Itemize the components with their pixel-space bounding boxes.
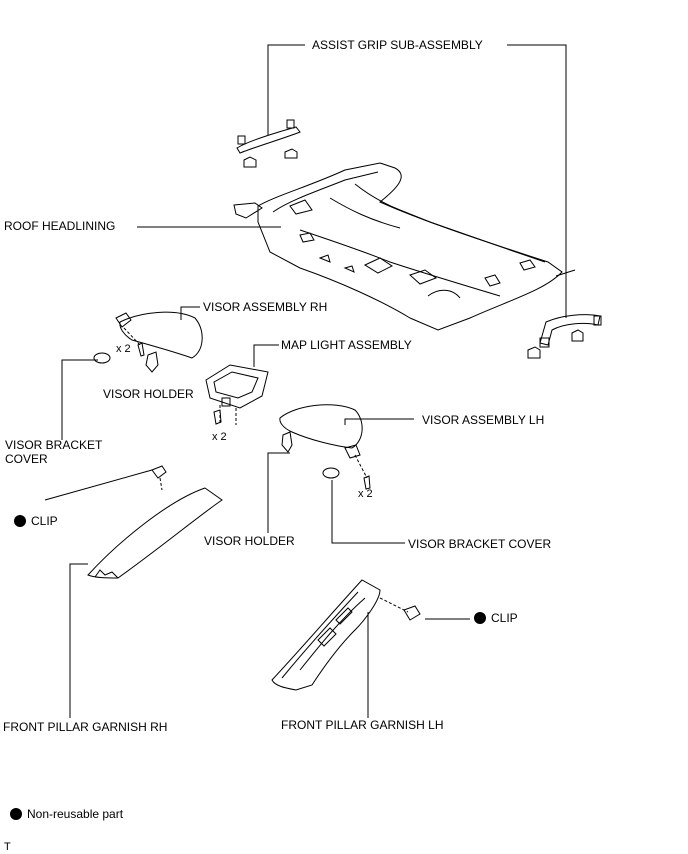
assist-grip-label: ASSIST GRIP SUB-ASSEMBLY	[312, 38, 483, 52]
roof-headlining-label: ROOF HEADLINING	[4, 219, 116, 233]
visor-holder-rh-label: VISOR HOLDER	[103, 387, 194, 401]
visor-lh-screw-qty: x 2	[358, 488, 373, 500]
leader-lines	[44, 44, 567, 718]
visor-lh	[279, 404, 371, 490]
clip-lh-text: CLIP	[491, 611, 518, 625]
front-pillar-lh	[271, 579, 421, 691]
visor-rh	[93, 311, 203, 373]
front-pillar-rh	[87, 465, 223, 579]
map-light-screw-qty: x 2	[212, 431, 227, 443]
non-reusable-icon	[14, 515, 26, 527]
map-light-label: MAP LIGHT ASSEMBLY	[281, 338, 412, 352]
visor-holder-lh-label: VISOR HOLDER	[204, 534, 295, 548]
clip-rh-label: CLIP	[14, 514, 58, 528]
non-reusable-icon	[10, 808, 22, 820]
legend-text: Non-reusable part	[27, 807, 124, 821]
non-reusable-icon	[474, 612, 486, 624]
front-pillar-lh-label: FRONT PILLAR GARNISH LH	[281, 718, 444, 732]
visor-rh-screw-qty: x 2	[116, 343, 131, 355]
visor-bracket-cover-rh-label: VISOR BRACKET COVER	[5, 438, 103, 466]
visor-assembly-lh-label: VISOR ASSEMBLY LH	[422, 413, 545, 427]
assist-grip-upper	[236, 119, 301, 168]
footer-mark: T	[4, 841, 11, 853]
map-light	[205, 364, 269, 425]
legend: Non-reusable part	[10, 807, 123, 821]
visor-assembly-rh-label: VISOR ASSEMBLY RH	[203, 300, 328, 314]
front-pillar-rh-label: FRONT PILLAR GARNISH RH	[3, 720, 168, 734]
roof-headlining	[233, 162, 576, 331]
assist-grip-lower	[527, 314, 602, 359]
clip-rh-text: CLIP	[31, 514, 58, 528]
clip-lh-label: CLIP	[474, 611, 518, 625]
visor-bracket-cover-lh-label: VISOR BRACKET COVER	[408, 537, 552, 551]
